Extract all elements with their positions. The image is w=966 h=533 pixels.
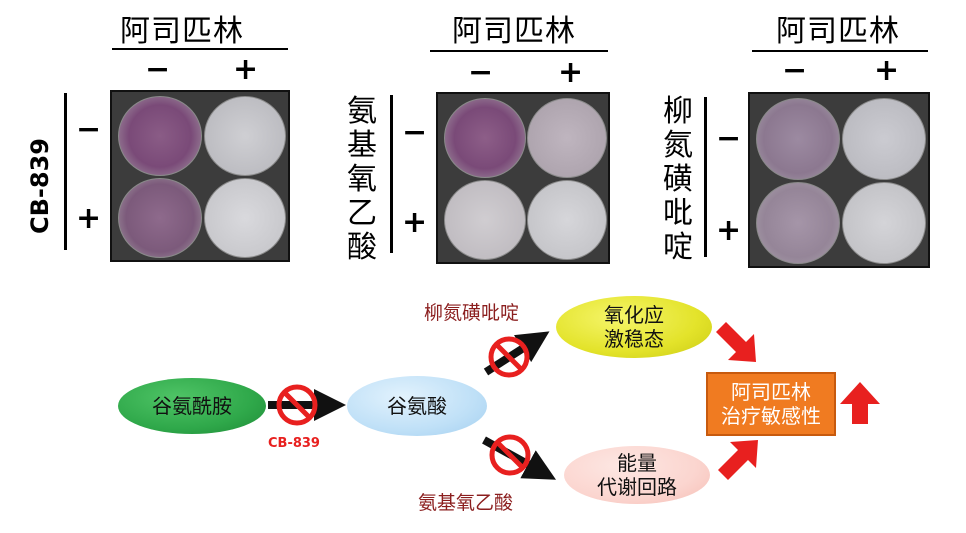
panel2-well-minus-minus (444, 98, 526, 178)
panel2-header: 阿司匹林 (452, 14, 576, 49)
sulfasalazine-pathway-label: 柳氮磺吡啶 (424, 302, 520, 324)
glutamate-label: 谷氨酸 (387, 394, 447, 418)
energy-to-outcome-red-arrow (718, 440, 758, 480)
energy-metabolism-line2: 代谢回路 (597, 475, 677, 499)
panel2-row-minus: − (402, 115, 428, 150)
panel3-row-line (704, 97, 707, 257)
panel1-row-line (64, 93, 67, 250)
panel2-row-plus: + (402, 205, 428, 240)
panel3-well-minus-minus (756, 98, 840, 180)
aoaa-pathway-label: 氨基氧乙酸 (418, 492, 514, 514)
panel3-row-label: 柳 氮 磺 吡 啶 (663, 94, 693, 265)
panel2-row-line (390, 95, 393, 253)
panel3-top-plus: + (874, 53, 900, 88)
panel3-well-minus-plus (842, 98, 926, 180)
aoaa-inhibit-icon (489, 434, 531, 476)
panel2-row-label: 氨 基 氧 乙 酸 (347, 94, 377, 265)
panel2-well-plus-minus (444, 180, 526, 260)
increase-up-arrow (840, 382, 880, 424)
panel3-plate (748, 92, 930, 268)
panel1-header-line (112, 48, 288, 50)
panel3-row-minus: − (716, 121, 742, 156)
panel2-well-minus-plus (527, 98, 607, 178)
panel1-well-plus-minus (118, 178, 202, 258)
panel2-header-line (430, 50, 608, 52)
outcome-line2: 治疗敏感性 (721, 404, 821, 428)
panel3-well-plus-plus (842, 182, 926, 264)
panel3-well-plus-minus (756, 182, 840, 264)
panel2-plate (436, 92, 610, 264)
panel1-row-minus: − (76, 112, 102, 147)
aspirin-sensitivity-box: 阿司匹林 治疗敏感性 (706, 372, 836, 436)
energy-metabolism-node: 能量 代谢回路 (564, 446, 710, 504)
glutamate-node: 谷氨酸 (347, 376, 487, 436)
panel1-header: 阿司匹林 (120, 14, 244, 49)
oxidative-stress-line1: 氧化应 (604, 303, 664, 327)
cb839-label: CB-839 (268, 436, 320, 451)
panel1-well-plus-plus (204, 178, 286, 258)
glutamine-node: 谷氨酰胺 (118, 378, 266, 434)
panel2-top-plus: + (558, 55, 584, 90)
panel2-top-minus: − (468, 55, 494, 90)
oxidative-to-outcome-red-arrow (716, 322, 756, 362)
panel1-well-minus-minus (118, 96, 202, 176)
cb839-inhibit-icon (276, 384, 318, 426)
panel1-top-minus: − (145, 52, 171, 87)
panel3-row-plus: + (716, 213, 742, 248)
panel3-top-minus: − (782, 53, 808, 88)
sulfasalazine-inhibit-icon (488, 336, 530, 378)
outcome-line1: 阿司匹林 (731, 380, 811, 404)
panel2-well-plus-plus (527, 180, 607, 260)
panel3-header: 阿司匹林 (776, 14, 900, 49)
panel1-top-plus: + (233, 52, 259, 87)
panel1-row-plus: + (76, 201, 102, 236)
energy-metabolism-line1: 能量 (617, 451, 657, 475)
panel1-plate (110, 90, 290, 262)
panel3-header-line (752, 50, 928, 52)
oxidative-stress-node: 氧化应 激稳态 (556, 296, 712, 358)
oxidative-stress-line2: 激稳态 (604, 327, 664, 351)
panel1-well-minus-plus (204, 96, 286, 176)
glutamine-label: 谷氨酰胺 (152, 394, 232, 418)
